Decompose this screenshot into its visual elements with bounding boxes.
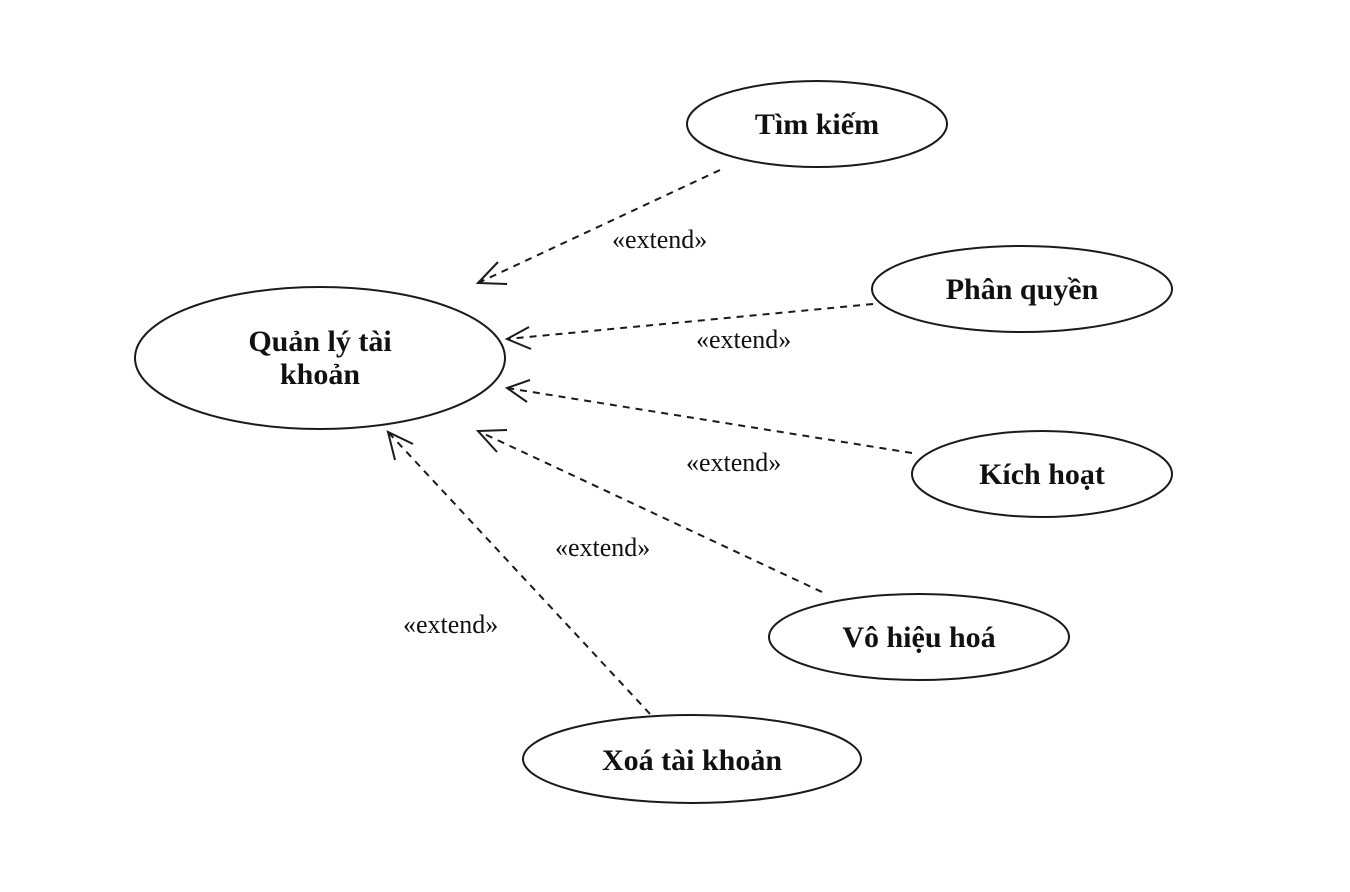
use-case-label: Xoá tài khoản	[602, 744, 782, 777]
use-case-label: Vô hiệu hoá	[842, 621, 995, 654]
extend-label: «extend»	[686, 448, 781, 477]
use-case-label: khoản	[280, 358, 360, 391]
extend-label: «extend»	[612, 225, 707, 254]
open-arrowhead-icon	[386, 430, 414, 461]
use-case-quan-ly-tai-khoan[interactable]: Quản lý tài khoản	[134, 286, 506, 430]
use-case-phan-quyen[interactable]: Phân quyền	[871, 245, 1173, 333]
extend-label: «extend»	[555, 533, 650, 562]
extend-label: «extend»	[696, 325, 791, 354]
use-case-kich-hoat[interactable]: Kích hoạt	[911, 430, 1173, 518]
use-case-label: Quản lý tài	[248, 325, 391, 358]
open-arrowhead-icon	[504, 326, 532, 350]
extend-relation-kich-hoat: «extend»	[504, 379, 913, 477]
use-case-xoa-tai-khoan[interactable]: Xoá tài khoản	[522, 714, 862, 804]
use-case-vo-hieu-hoa[interactable]: Vô hiệu hoá	[768, 593, 1070, 681]
open-arrowhead-icon	[475, 261, 508, 285]
use-case-label: Kích hoạt	[979, 458, 1105, 491]
open-arrowhead-icon	[475, 429, 508, 453]
extend-relation-phan-quyen: «extend»	[504, 303, 874, 354]
extend-label: «extend»	[403, 610, 498, 639]
open-arrowhead-icon	[504, 379, 531, 403]
use-case-tim-kiem[interactable]: Tìm kiếm	[686, 80, 948, 168]
use-case-label: Phân quyền	[946, 273, 1099, 306]
use-case-label: Tìm kiếm	[755, 108, 879, 141]
extend-relation-xoa-tai-khoan: «extend»	[386, 430, 651, 715]
extend-relation-vo-hieu-hoa: «extend»	[475, 429, 823, 593]
extend-relation-tim-kiem: «extend»	[475, 169, 721, 285]
